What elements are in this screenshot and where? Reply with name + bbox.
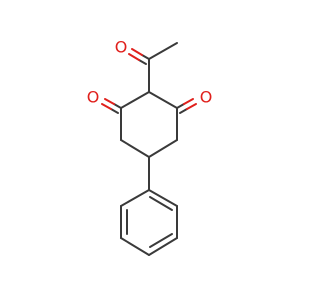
atom-label-o-left: O xyxy=(87,88,100,107)
bond-phenyl-inner-1 xyxy=(149,196,173,211)
bond-acetyl-methyl xyxy=(148,42,178,60)
atom-label-o-right: O xyxy=(200,88,213,107)
molecule-diagram: O O O xyxy=(87,38,213,256)
bond-phenyl-inner-2 xyxy=(149,233,173,248)
bond-phenyl-1 xyxy=(148,189,178,207)
structure-canvas: O O O xyxy=(87,38,213,256)
bond-ring-c2-c1 xyxy=(120,91,150,109)
atom-label-o-acetyl: O xyxy=(115,38,128,57)
bond-left-carbonyl xyxy=(101,98,122,114)
bond-phenyl-4 xyxy=(120,237,150,256)
bond-right-carbonyl xyxy=(176,98,197,114)
bond-ring-c4-c5 xyxy=(148,139,178,158)
bond-phenyl-6 xyxy=(120,189,150,207)
bond-acetyl-carbonyl xyxy=(128,48,150,65)
bond-ring-c2-c3 xyxy=(148,91,178,109)
bond-ring-c6-c5 xyxy=(120,139,150,158)
bond-phenyl-3 xyxy=(148,237,178,256)
